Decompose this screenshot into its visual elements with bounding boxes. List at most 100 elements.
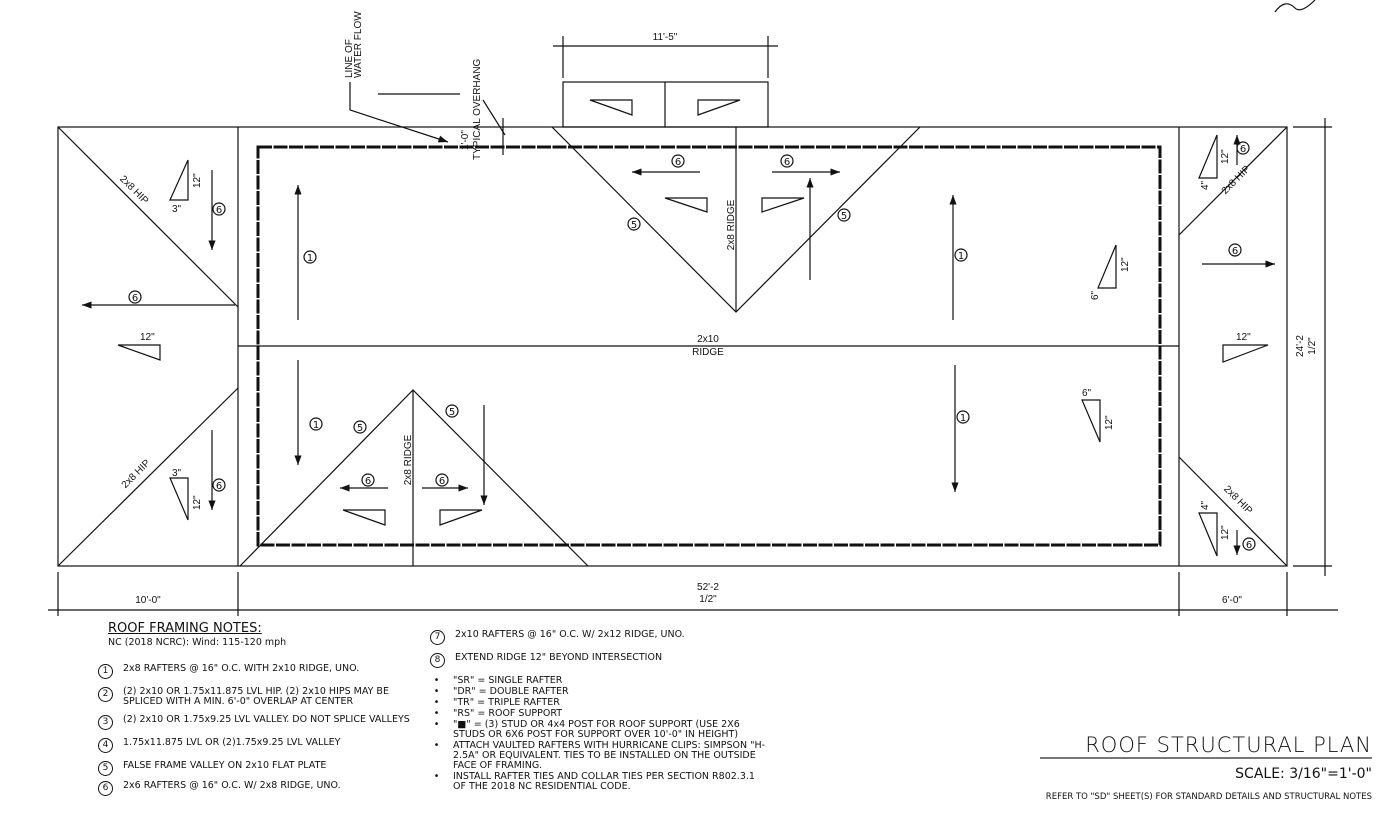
bottom-ridge-label: 2x8 RIDGE xyxy=(403,434,414,485)
svg-text:6: 6 xyxy=(216,205,222,216)
bullet-item: •"SR" = SINGLE RAFTER xyxy=(433,675,563,686)
svg-text:6: 6 xyxy=(132,293,138,304)
svg-text:5: 5 xyxy=(449,407,455,418)
bullet-item: •"TR" = TRIPLE RAFTER xyxy=(433,697,560,708)
svg-text:12": 12" xyxy=(1220,149,1231,164)
mark-5: 5 xyxy=(627,217,641,231)
mark-6: 6 xyxy=(361,473,375,487)
hip-line xyxy=(1178,126,1288,236)
mark-6: 6 xyxy=(671,154,685,168)
dim-center-frac: 1/2" xyxy=(699,594,717,605)
svg-text:12": 12" xyxy=(1104,415,1115,430)
hip-line xyxy=(1178,456,1288,567)
svg-text:3": 3" xyxy=(172,204,182,215)
svg-text:6": 6" xyxy=(1090,290,1101,300)
svg-text:4": 4" xyxy=(1200,180,1211,190)
water-flow-label: WATER FLOW xyxy=(353,11,364,78)
dim-right: 6'-0" xyxy=(1222,595,1242,606)
main-ridge-size: 2x10 xyxy=(697,334,719,345)
notes-title: ROOF FRAMING NOTES: xyxy=(108,621,262,636)
dim-height-frac: 1/2" xyxy=(1307,337,1318,355)
note-item: 2(2) 2x10 OR 1.75x11.875 LVL HIP. (2) 2x… xyxy=(98,687,418,707)
slope-triangle xyxy=(1097,244,1117,289)
mark-5: 5 xyxy=(445,404,459,418)
slope-triangle xyxy=(439,509,483,526)
mark-1: 1 xyxy=(309,417,323,431)
dim-height: 24'-2 xyxy=(1295,335,1306,357)
slope-triangle xyxy=(1081,399,1101,443)
bullet-item: •INSTALL RAFTER TIES AND COLLAR TIES PER… xyxy=(433,771,755,792)
svg-text:5: 5 xyxy=(841,211,847,222)
slope-triangle xyxy=(117,344,161,361)
svg-text:1: 1 xyxy=(960,413,966,424)
svg-text:6: 6 xyxy=(1246,540,1252,551)
svg-text:6": 6" xyxy=(1082,388,1092,399)
plan-title: ROOF STRUCTURAL PLAN xyxy=(1085,733,1372,757)
svg-text:6: 6 xyxy=(365,476,371,487)
mark-1: 1 xyxy=(303,250,317,264)
dim-left: 10'-0" xyxy=(135,595,161,606)
svg-text:12": 12" xyxy=(140,332,155,343)
dim-center: 52'-2 xyxy=(697,582,719,593)
svg-text:4": 4" xyxy=(1200,500,1211,510)
hip-line xyxy=(57,387,239,567)
note-item: 3(2) 2x10 OR 1.75x9.25 LVL VALLEY. DO NO… xyxy=(98,715,418,730)
mark-6: 6 xyxy=(212,478,226,492)
overhang-dim-label: 1'-0" xyxy=(460,130,471,150)
slope-indicators: 3" 12" 3" 12" 12" 12" 6" 6" 12" 12" 4" 1… xyxy=(117,99,1269,557)
leader-line xyxy=(482,99,506,136)
svg-text:6: 6 xyxy=(784,157,790,168)
mark-6: 6 xyxy=(212,202,226,216)
line-of-label: LINE OF xyxy=(344,39,355,78)
slope-triangle xyxy=(1198,512,1218,557)
svg-text:12": 12" xyxy=(192,173,203,188)
bullet-item: •"■" = (3) STUD OR 4x4 POST FOR ROOF SUP… xyxy=(433,719,740,740)
svg-text:12": 12" xyxy=(1236,332,1251,343)
svg-text:3": 3" xyxy=(172,468,182,479)
water-flow-leader xyxy=(349,82,449,143)
hip-label: 2x8 HIP xyxy=(117,174,150,207)
slope-triangle xyxy=(664,197,708,213)
notes-subtitle: NC (2018 NCRC): Wind: 115-120 mph xyxy=(108,637,287,648)
signature xyxy=(1274,0,1316,13)
dim-top: 11'-5" xyxy=(653,32,678,43)
svg-text:1: 1 xyxy=(313,420,319,431)
framing-marks: 1 1 1 1 5 5 5 5 6 6 6 6 6 6 6 6 6 6 xyxy=(128,141,1256,551)
plan-scale: SCALE: 3/16"=1'-0" xyxy=(1235,766,1372,782)
mark-6: 6 xyxy=(128,290,142,304)
svg-text:1: 1 xyxy=(958,251,964,262)
mark-6: 6 xyxy=(1228,243,1242,257)
bullet-item: •ATTACH VAULTED RAFTERS WITH HURRICANE C… xyxy=(433,740,766,771)
slope-triangle xyxy=(342,509,386,526)
svg-text:5: 5 xyxy=(357,423,363,434)
mark-6: 6 xyxy=(1236,141,1250,155)
overhang-label: TYPICAL OVERHANG xyxy=(472,58,483,160)
slope-triangle xyxy=(1198,134,1218,179)
mark-5: 5 xyxy=(353,420,367,434)
refer-note: REFER TO "SD" SHEET(S) FOR STANDARD DETA… xyxy=(1045,792,1372,802)
mark-6: 6 xyxy=(435,473,449,487)
slope-triangle xyxy=(169,477,189,521)
top-ridge-label: 2x8 RIDGE xyxy=(726,199,737,250)
mark-1: 1 xyxy=(954,248,968,262)
svg-text:6: 6 xyxy=(675,157,681,168)
slope-triangle xyxy=(169,159,189,201)
svg-text:12": 12" xyxy=(1220,525,1231,540)
bullet-item: •"RS" = ROOF SUPPORT xyxy=(433,708,563,719)
slope-triangle xyxy=(589,99,633,116)
slope-triangle xyxy=(697,99,741,116)
svg-text:12": 12" xyxy=(192,495,203,510)
hip-label: 2x8 HIP xyxy=(1221,484,1254,517)
svg-text:12": 12" xyxy=(1120,257,1131,272)
svg-text:6: 6 xyxy=(1232,246,1238,257)
svg-text:6: 6 xyxy=(1240,144,1246,155)
svg-text:1: 1 xyxy=(307,253,313,264)
mark-5: 5 xyxy=(837,208,851,222)
hip-label: 2x8 HIP xyxy=(1220,164,1253,197)
